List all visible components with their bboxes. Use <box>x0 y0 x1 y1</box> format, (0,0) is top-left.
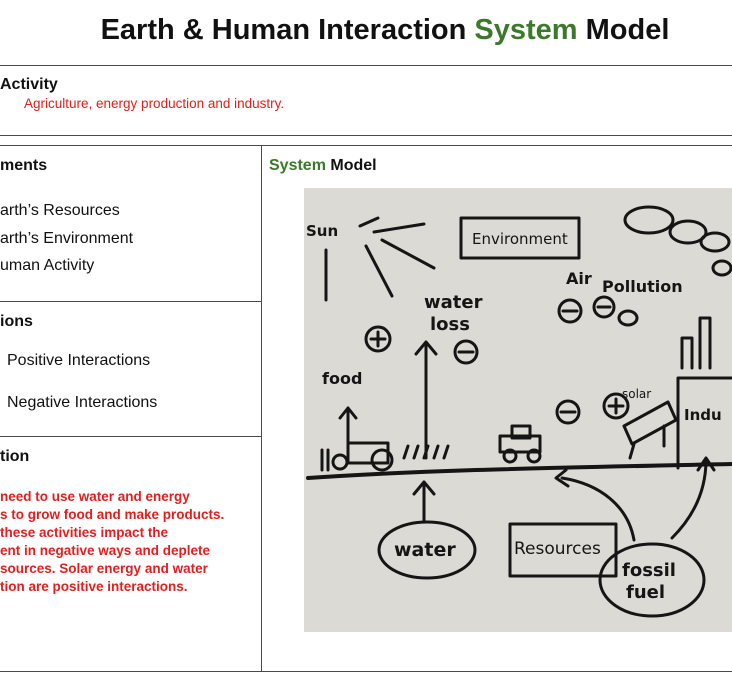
explanation-line: s to grow food and make products. <box>0 507 225 522</box>
sun-ray <box>358 216 380 228</box>
minus-icon <box>555 399 581 425</box>
arrow-up-icon <box>414 340 438 460</box>
interaction-negative: Negative Interactions <box>7 394 158 411</box>
divider-sections <box>0 145 732 146</box>
environment-label: Environment <box>472 230 568 248</box>
water-label: water <box>394 539 456 561</box>
truck-wheel <box>502 448 518 464</box>
cloud-icon <box>617 309 639 327</box>
plus-icon <box>364 325 392 353</box>
explanation-heading: tion <box>0 448 30 465</box>
minus-icon <box>557 298 583 324</box>
title-part-1: Earth & Human Interaction <box>100 14 475 46</box>
environment-box <box>459 216 581 260</box>
title-system-word: System <box>474 14 578 46</box>
solar-label: solar <box>622 387 651 401</box>
sun-ray <box>372 222 426 234</box>
plus-icon <box>607 397 625 415</box>
system-model-green: System <box>269 157 326 174</box>
tractor-wheel <box>370 448 394 472</box>
activity-heading: Activity <box>0 76 58 93</box>
truck-wheel <box>526 448 542 464</box>
fossil-fuel-bubble <box>598 542 706 618</box>
system-model-label: System Model <box>269 157 377 175</box>
arrow-curve-icon <box>554 468 636 542</box>
resources-label: Resources <box>514 539 601 559</box>
pollution-label: Pollution <box>602 277 683 296</box>
water-bubble <box>377 520 477 580</box>
divider-interactions <box>0 436 261 437</box>
system-model-rest: Model <box>325 157 377 174</box>
arrow-up-icon <box>338 406 358 445</box>
tractor-wheel <box>331 453 349 471</box>
explanation-line: sources. Solar energy and water <box>0 561 208 576</box>
ground-line <box>306 462 732 480</box>
system-model-drawing: Sun Environment Air Pollution water loss… <box>304 188 732 632</box>
cloud-icon <box>699 231 731 253</box>
fossil-label: fossil <box>622 560 676 581</box>
factory-icon <box>676 376 732 470</box>
plus-icon <box>369 330 387 348</box>
explanation-line: these activities impact the <box>0 525 169 540</box>
arrow-curve-icon <box>670 456 716 540</box>
food-label: food <box>322 369 362 388</box>
truck-icon <box>498 434 542 454</box>
minus-icon <box>453 339 479 365</box>
sun-ray <box>380 238 436 270</box>
element-item-human-activity: uman Activity <box>0 257 95 274</box>
sun-ray <box>364 244 394 298</box>
activity-text: Agriculture, energy production and indus… <box>24 96 285 111</box>
factory-chimney-icon <box>680 316 712 370</box>
page-title: Earth & Human Interaction System Model <box>0 14 732 47</box>
divider-activity <box>0 135 732 136</box>
grass-icon <box>402 444 450 460</box>
industry-label: Indu <box>684 406 722 424</box>
air-label: Air <box>566 269 592 288</box>
water-loss-label: loss <box>430 314 470 335</box>
element-item-environment: arth’s Environment <box>0 230 134 247</box>
divider-column <box>261 145 262 671</box>
solar-panel-icon <box>622 400 678 460</box>
fuel-label: fuel <box>626 582 665 603</box>
sun-label: Sun <box>306 222 338 240</box>
cloud-icon <box>711 259 732 277</box>
explanation-text: need to use water and energy s to grow f… <box>0 488 224 596</box>
drawing-svg: Sun Environment Air Pollution water loss… <box>306 205 732 618</box>
minus-icon <box>592 295 616 319</box>
elements-heading: ments <box>0 157 48 174</box>
explanation-line: ent in negative ways and deplete <box>0 543 211 558</box>
resources-box <box>508 522 618 578</box>
tractor-icon <box>346 441 390 465</box>
divider-bottom <box>0 671 732 672</box>
plus-icon <box>602 392 630 420</box>
water-loss-label: water <box>424 292 483 313</box>
crop-icon <box>320 448 330 472</box>
explanation-line: tion are positive interactions. <box>0 579 188 594</box>
explanation-line: need to use water and energy <box>0 489 190 504</box>
arrow-up-icon <box>412 480 436 524</box>
truck-cab <box>510 424 532 440</box>
divider-elements <box>0 301 261 302</box>
cloud-icon <box>623 205 675 235</box>
divider-top <box>0 65 732 66</box>
element-item-resources: arth’s Resources <box>0 202 120 219</box>
interaction-positive: Positive Interactions <box>7 352 151 369</box>
title-part-3: Model <box>577 14 670 46</box>
cloud-icon <box>668 219 708 245</box>
interactions-heading: ions <box>0 313 33 330</box>
